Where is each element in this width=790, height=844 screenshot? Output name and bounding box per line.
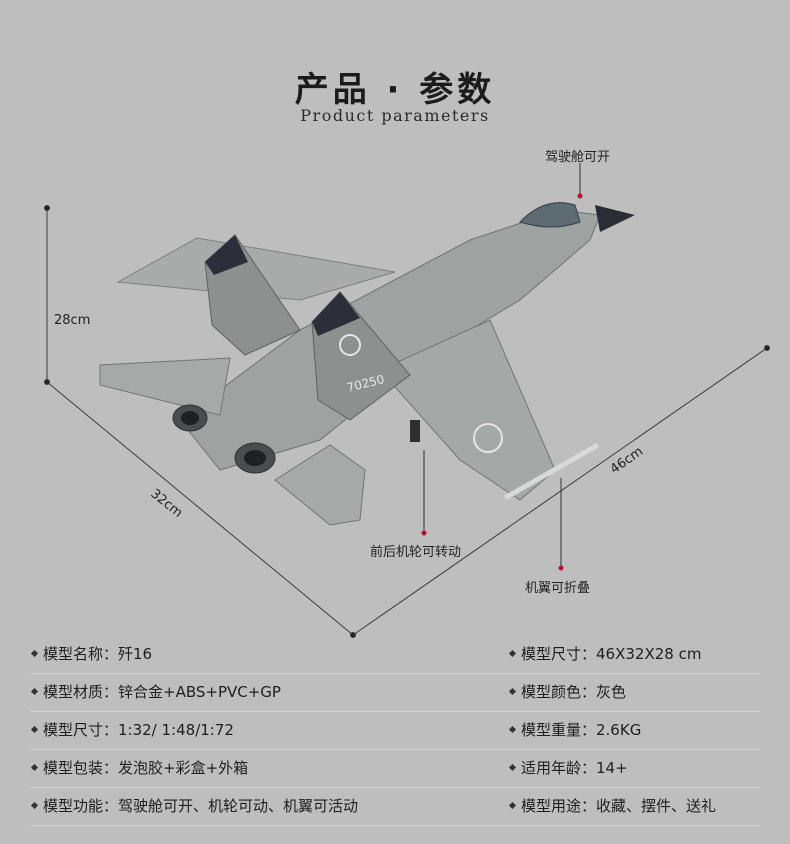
param-text: 适用年龄：14+ xyxy=(521,759,628,777)
dimension-lines xyxy=(44,205,770,638)
param-cell: 模型功能：驾驶舱可开、机轮可动、机翼可活动 xyxy=(30,788,358,825)
param-text: 模型包装：发泡胶+彩盒+外箱 xyxy=(43,759,249,777)
bullet-diamond-icon xyxy=(30,725,39,734)
param-cell: 模型尺寸：1:32/ 1:48/1:72 xyxy=(30,712,234,749)
param-cell: 模型重量：2.6KG xyxy=(508,712,641,749)
callout-cockpit: 驾驶舱可开 xyxy=(545,150,611,165)
callout-wheels: 前后机轮可转动 xyxy=(370,545,462,560)
page-subtitle: Product parameters xyxy=(300,106,490,125)
param-row: 模型尺寸：1:32/ 1:48/1:72 模型重量：2.6KG xyxy=(30,712,760,750)
param-cell: 模型包装：发泡胶+彩盒+外箱 xyxy=(30,750,248,787)
bullet-diamond-icon xyxy=(508,725,517,734)
param-text: 模型重量：2.6KG xyxy=(521,721,642,739)
param-text: 模型用途：收藏、摆件、送礼 xyxy=(521,797,717,815)
bullet-diamond-icon xyxy=(30,801,39,810)
page-title: 产品 · 参数 xyxy=(294,70,496,110)
param-cell: 模型材质：锌合金+ABS+PVC+GP xyxy=(30,674,281,711)
param-text: 模型功能：驾驶舱可开、机轮可动、机翼可活动 xyxy=(43,797,359,815)
param-row: 模型名称：歼16 模型尺寸：46X32X28 cm xyxy=(30,636,760,674)
param-text: 模型名称：歼16 xyxy=(43,645,153,663)
bullet-diamond-icon xyxy=(508,687,517,696)
param-cell: 模型尺寸：46X32X28 cm xyxy=(508,636,701,673)
param-text: 模型材质：锌合金+ABS+PVC+GP xyxy=(43,683,281,701)
callout-wings: 机翼可折叠 xyxy=(525,581,591,596)
product-diagram: 70250 28cm 32cm 46cm xyxy=(44,163,770,638)
param-cell: 模型颜色：灰色 xyxy=(508,674,626,711)
bullet-diamond-icon xyxy=(30,763,39,772)
param-text: 模型颜色：灰色 xyxy=(521,683,627,701)
param-text: 模型尺寸：46X32X28 cm xyxy=(521,645,702,663)
bullet-diamond-icon xyxy=(508,649,517,658)
param-row: 模型材质：锌合金+ABS+PVC+GP 模型颜色：灰色 xyxy=(30,674,760,712)
parameter-table: 模型名称：歼16 模型尺寸：46X32X28 cm 模型材质：锌合金+ABS+P… xyxy=(30,636,760,826)
param-row: 模型包装：发泡胶+彩盒+外箱 适用年龄：14+ xyxy=(30,750,760,788)
param-cell: 模型用途：收藏、摆件、送礼 xyxy=(508,788,716,825)
param-cell: 适用年龄：14+ xyxy=(508,750,628,787)
bullet-diamond-icon xyxy=(30,649,39,658)
dimension-width-label: 46cm xyxy=(608,444,646,477)
callout-markers xyxy=(421,163,583,571)
param-text: 模型尺寸：1:32/ 1:48/1:72 xyxy=(43,721,234,739)
param-row: 模型功能：驾驶舱可开、机轮可动、机翼可活动 模型用途：收藏、摆件、送礼 xyxy=(30,788,760,826)
dimension-height-label: 28cm xyxy=(54,313,90,328)
bullet-diamond-icon xyxy=(508,763,517,772)
jet-model-illustration: 70250 xyxy=(99,202,635,526)
bullet-diamond-icon xyxy=(508,801,517,810)
bullet-diamond-icon xyxy=(30,687,39,696)
param-cell: 模型名称：歼16 xyxy=(30,636,152,673)
